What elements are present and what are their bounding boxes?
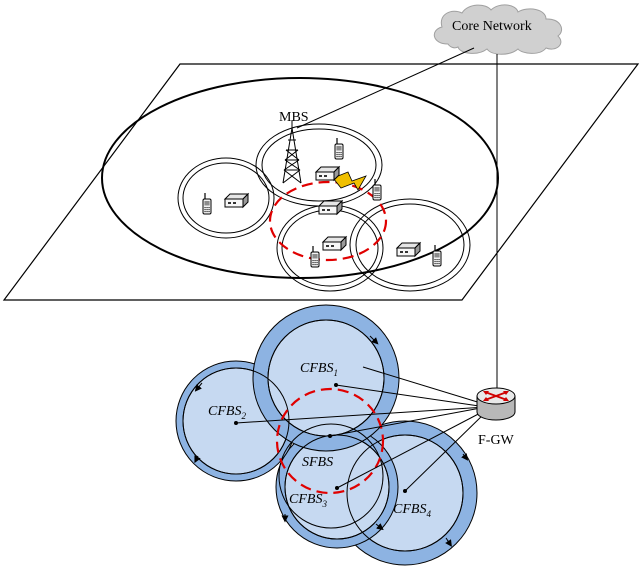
cfbs-1-cell [252, 304, 400, 452]
phone-icon [310, 245, 320, 268]
fgw-links [235, 366, 487, 492]
core-to-mbs-link [296, 47, 475, 129]
interference-link [332, 171, 367, 191]
cluster-boundary-upper [268, 180, 388, 262]
sfbs-label: SFBS [302, 455, 333, 470]
tower-icon [282, 120, 302, 184]
cluster-boundary-lower [275, 387, 385, 495]
mbs-label: MBS [279, 110, 309, 125]
femto-device-icon [322, 236, 347, 251]
femto-device-icon [318, 200, 343, 215]
phone-icon [202, 192, 212, 215]
femto-device-icon [396, 242, 421, 257]
cfbs-4-label: CFBS4 [393, 502, 431, 519]
cfbs-1-label: CFBS1 [300, 361, 338, 378]
node-dots [234, 383, 407, 493]
femto-device-icon [315, 166, 340, 181]
fgw-label: F-GW [478, 433, 515, 448]
cfbs-2-label: CFBS2 [208, 404, 246, 421]
core-network-label: Core Network [452, 19, 532, 34]
direction-arrows [194, 335, 469, 547]
femto-device-icon [224, 193, 249, 208]
ground-plane [2, 63, 640, 301]
phone-icon [334, 137, 344, 160]
cloud-icon [433, 4, 562, 55]
router-icon [476, 387, 516, 421]
cfbs-3-label: CFBS3 [289, 492, 327, 509]
cell-overlap-outlines [182, 319, 464, 552]
